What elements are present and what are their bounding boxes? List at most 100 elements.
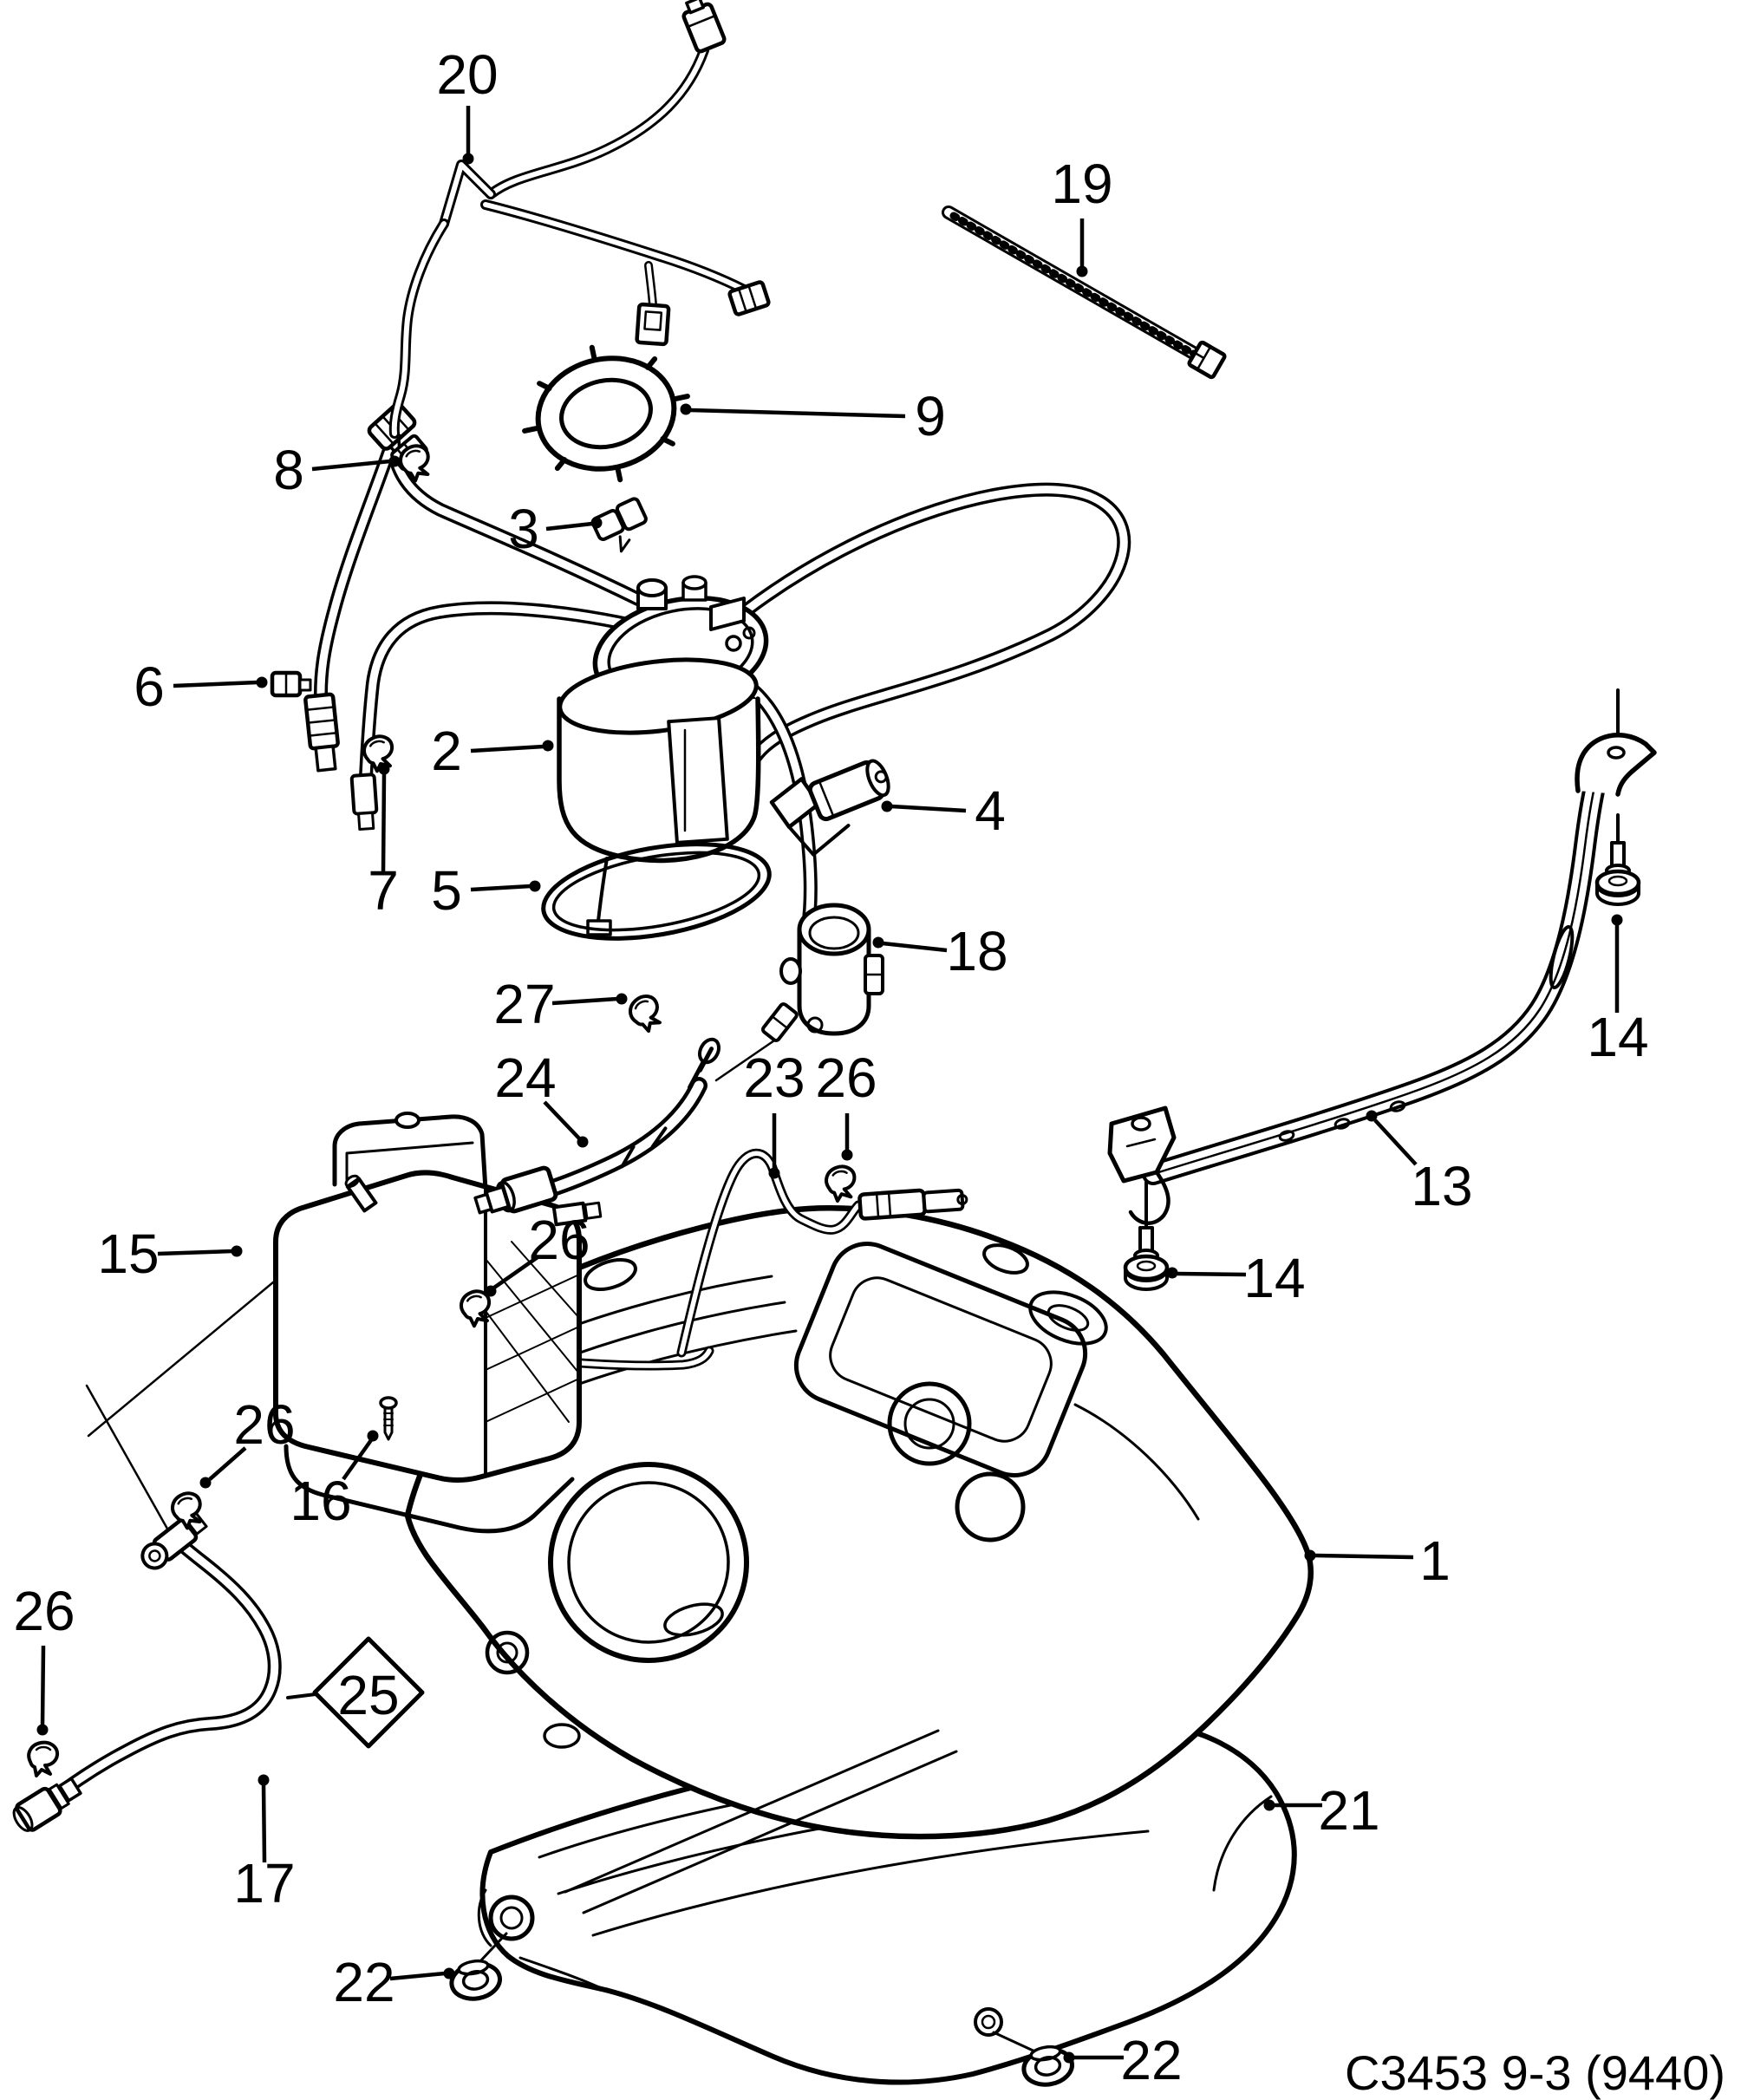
callout-dot-4 xyxy=(881,800,893,812)
callout-dot-5 xyxy=(529,880,541,892)
callout-label-23: 23 xyxy=(743,1047,805,1109)
clip-3 xyxy=(590,497,648,553)
callout-leader-8 xyxy=(311,459,391,472)
diamond-label: 25 xyxy=(337,1664,399,1726)
callout-dot-14 xyxy=(1611,914,1623,926)
callout-dot-19 xyxy=(1076,265,1088,277)
callout-leader-9 xyxy=(689,408,906,419)
cable-tie xyxy=(942,205,1227,380)
callout-dot-17 xyxy=(258,1774,270,1786)
harness-connector-center xyxy=(635,302,671,347)
callout-dot-26 xyxy=(841,1149,853,1161)
callout-dot-26 xyxy=(36,1724,49,1736)
fuel-pump-module xyxy=(557,575,769,936)
callout-label-27: 27 xyxy=(493,973,555,1035)
fuel-lines xyxy=(303,402,1131,933)
harness-connector-top xyxy=(681,0,727,54)
callout-dot-26 xyxy=(485,1285,497,1297)
callout-leader-18 xyxy=(882,941,948,953)
callout-leader-27 xyxy=(551,996,618,1006)
callout-dot-2 xyxy=(542,740,554,752)
callout-leader-4 xyxy=(890,804,967,813)
callout-label-15: 15 xyxy=(97,1223,159,1285)
callout-leader-24 xyxy=(543,1100,581,1140)
callout-label-18: 18 xyxy=(946,920,1007,982)
callout-leader-1 xyxy=(1314,1553,1414,1560)
callout-dot-22 xyxy=(1063,2051,1075,2064)
callout-label-1: 1 xyxy=(1419,1529,1451,1592)
callout-label-14: 14 xyxy=(1587,1006,1648,1068)
callout-leader-7 xyxy=(381,773,387,873)
callout-label-21: 21 xyxy=(1318,1779,1379,1842)
callout-leader-14 xyxy=(1177,1271,1247,1277)
callout-leader-6 xyxy=(173,680,258,688)
callout-leader-26 xyxy=(492,1255,539,1289)
fuel-pipe-17 xyxy=(12,1511,282,1832)
callout-dot-24 xyxy=(577,1136,589,1148)
callout-label-22: 22 xyxy=(333,1951,394,2013)
callout-dot-13 xyxy=(1366,1110,1378,1122)
callout-label-20: 20 xyxy=(436,43,498,106)
callout-leader-13 xyxy=(1373,1118,1418,1166)
callout-dot-22 xyxy=(443,1967,455,1979)
callout-dot-20 xyxy=(462,153,474,165)
callout-label-6: 6 xyxy=(134,655,165,718)
callout-dot-7 xyxy=(378,763,390,775)
callout-dot-8 xyxy=(388,455,401,467)
figure-caption: C3453 9-3 (9440) xyxy=(1345,2045,1725,2100)
callout-label-16: 16 xyxy=(290,1470,351,1532)
fuel-tank xyxy=(404,1205,1314,1914)
heat-shield xyxy=(477,1721,1297,2085)
callout-dot-18 xyxy=(872,936,884,949)
lock-ring xyxy=(522,344,690,483)
clip-26-d xyxy=(27,1740,60,1777)
callout-leader-26 xyxy=(208,1446,247,1481)
callout-label-7: 7 xyxy=(368,859,399,922)
pipe-fitting-b xyxy=(349,773,379,831)
callout-label-4: 4 xyxy=(975,779,1006,842)
callout-label-26: 26 xyxy=(528,1209,590,1271)
callout-label-9: 9 xyxy=(915,385,946,447)
clip-26-a xyxy=(822,1163,860,1204)
callout-label-13: 13 xyxy=(1411,1155,1472,1217)
callout-dot-26 xyxy=(199,1477,212,1489)
callout-leader-22 xyxy=(389,1971,446,1981)
callout-leader-3 xyxy=(545,521,593,532)
callout-dot-6 xyxy=(256,676,268,688)
callout-label-5: 5 xyxy=(431,859,462,922)
callout-label-26: 26 xyxy=(13,1580,75,1642)
callout-dot-27 xyxy=(616,993,628,1005)
tank-strap xyxy=(1107,733,1657,1225)
callout-dot-15 xyxy=(231,1245,243,1257)
callout-dot-14 xyxy=(1166,1267,1178,1279)
diamond-callout-25: 25 xyxy=(286,1636,425,1749)
strap-bolt-upper xyxy=(1597,843,1639,904)
callout-dot-16 xyxy=(367,1430,379,1442)
purge-valve xyxy=(761,903,884,1042)
grommet-22-a xyxy=(448,1957,503,2002)
pump-flange-fittings xyxy=(636,575,756,652)
canister-grille xyxy=(485,1241,580,1423)
callout-label-3: 3 xyxy=(508,498,539,560)
screw-16 xyxy=(379,1396,398,1441)
evap-canister xyxy=(273,1112,603,1534)
wiring-harness xyxy=(388,0,771,472)
clip-27 xyxy=(623,989,668,1037)
strap-bolt-lower xyxy=(1125,1228,1167,1289)
callout-leader-16 xyxy=(342,1438,373,1481)
callout-dot-23 xyxy=(768,1167,780,1179)
callout-label-8: 8 xyxy=(273,439,304,501)
pipe-fitting-a xyxy=(303,692,340,773)
callout-label-22: 22 xyxy=(1120,2029,1182,2091)
callout-leader-5 xyxy=(470,884,531,892)
callout-label-26: 26 xyxy=(233,1393,295,1456)
callout-leader-15 xyxy=(157,1249,233,1256)
callout-label-2: 2 xyxy=(431,720,462,782)
callout-dot-21 xyxy=(1263,1799,1275,1811)
fuel-sensor-bracket xyxy=(769,759,890,857)
harness-connector-right xyxy=(727,280,771,316)
fuel-hose-24 xyxy=(473,1037,721,1215)
